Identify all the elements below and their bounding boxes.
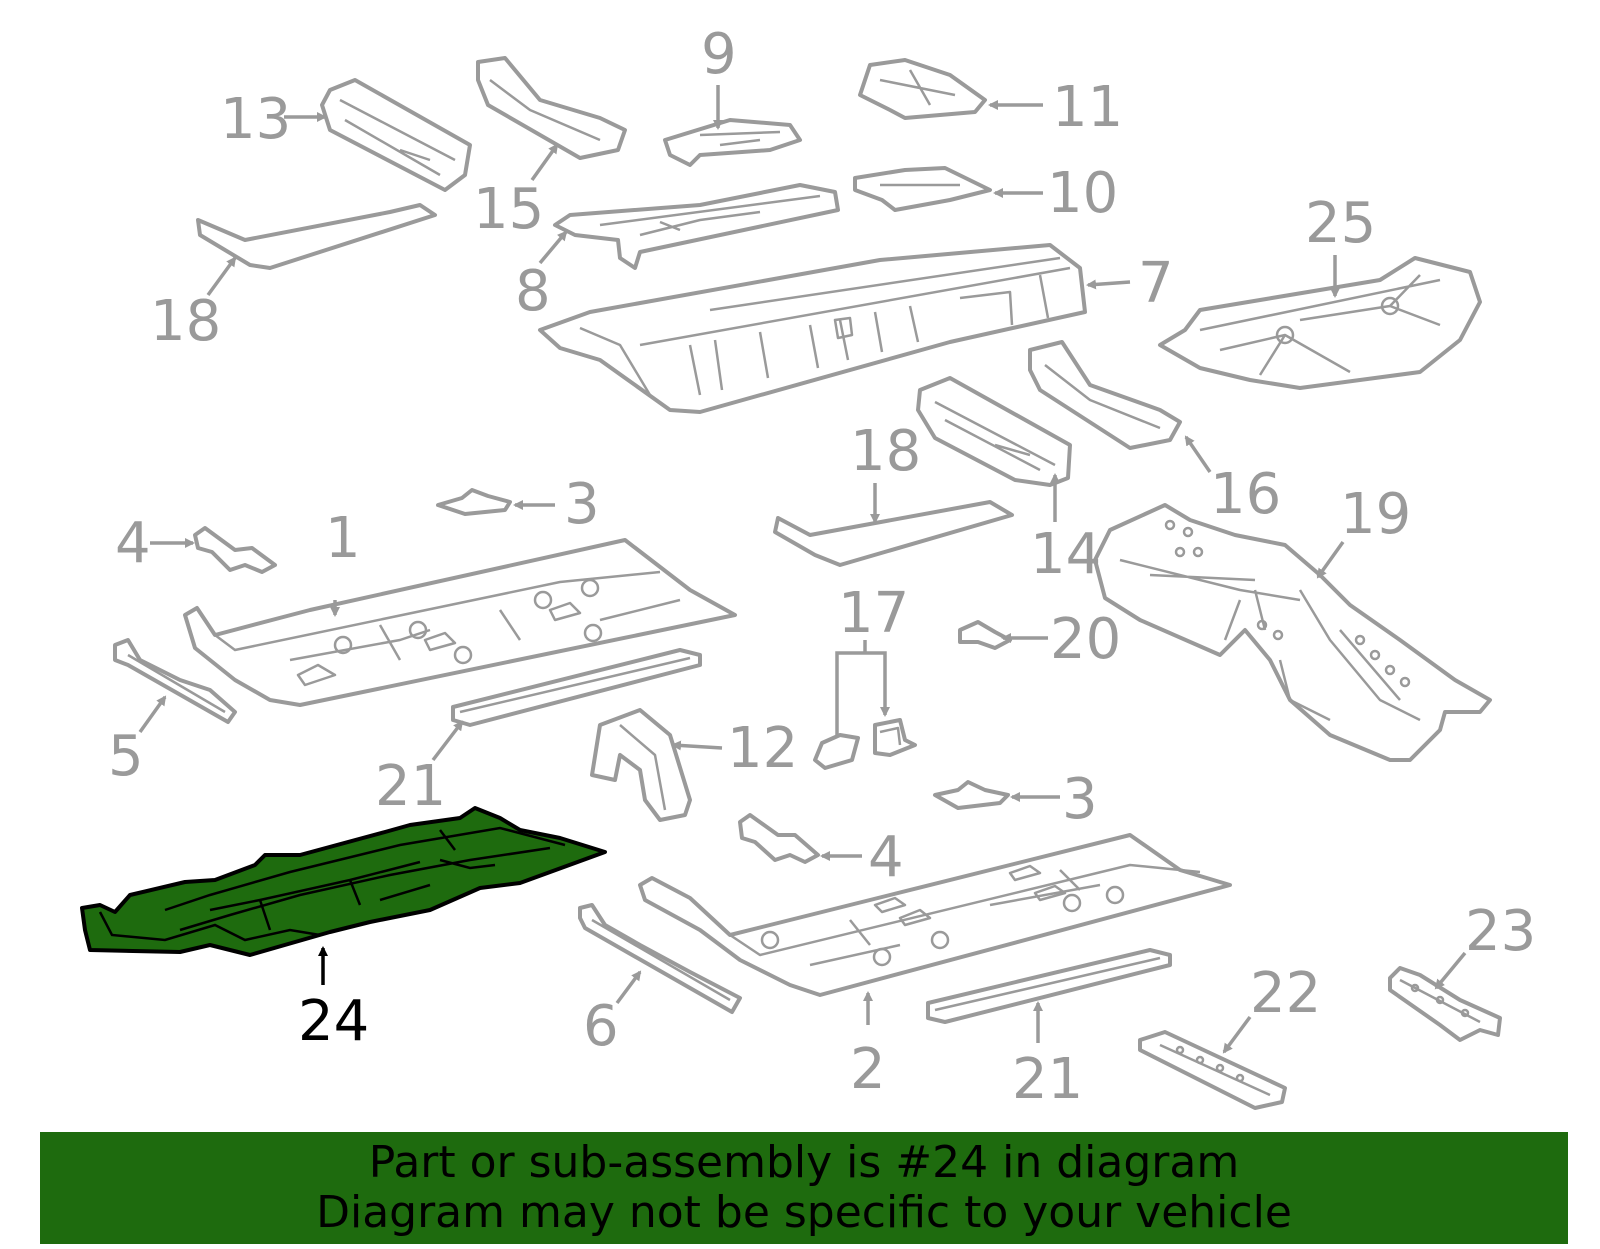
callout-16-arrow	[1184, 435, 1212, 473]
part-25-shape[interactable]	[1158, 256, 1482, 390]
part-11-shape[interactable]	[858, 58, 987, 120]
callout-3-lower-label[interactable]: 3	[1062, 767, 1098, 832]
part-8-shape[interactable]	[553, 183, 840, 270]
callout-20-label[interactable]: 20	[1050, 607, 1121, 672]
part-17-shape-b[interactable]	[873, 718, 917, 757]
callout-4-lower-label[interactable]: 4	[868, 825, 904, 890]
part-1-shape[interactable]	[183, 538, 737, 707]
callout-18-upper-arrow	[206, 256, 237, 297]
callout-7-arrow	[1086, 279, 1131, 290]
part-10-shape[interactable]	[853, 166, 992, 212]
part-4-lower-shape[interactable]	[738, 813, 820, 864]
part-5-shape[interactable]	[113, 638, 237, 724]
callout-8-label[interactable]: 8	[515, 259, 551, 324]
callout-25-label[interactable]: 25	[1305, 191, 1376, 256]
part-4-upper-shape[interactable]	[193, 526, 277, 574]
callout-10-label[interactable]: 10	[1047, 161, 1118, 226]
callout-13-label[interactable]: 13	[220, 87, 291, 152]
part-16-shape[interactable]	[1028, 340, 1182, 450]
part-21-upper-shape[interactable]	[451, 648, 702, 727]
callout-24-label[interactable]: 24	[298, 989, 369, 1054]
callout-8-arrow	[538, 230, 568, 265]
part-3-lower-shape[interactable]	[933, 780, 1010, 810]
banner-line-2: Diagram may not be specific to your vehi…	[316, 1187, 1292, 1238]
info-banner: Part or sub-assembly is #24 in diagram D…	[40, 1132, 1568, 1244]
part-24-highlighted-shape[interactable]	[80, 806, 607, 957]
callout-21-lower-label[interactable]: 21	[1012, 1047, 1083, 1112]
banner-line-1: Part or sub-assembly is #24 in diagram	[368, 1137, 1240, 1188]
callout-4-upper-label[interactable]: 4	[115, 511, 151, 576]
callout-14-label[interactable]: 14	[1030, 522, 1101, 587]
part-18-top-shape[interactable]	[196, 203, 437, 270]
callout-21-upper-label[interactable]: 21	[375, 754, 446, 819]
callout-23-label[interactable]: 23	[1465, 899, 1536, 964]
callout-2-label[interactable]: 2	[850, 1037, 886, 1102]
part-23-shape[interactable]	[1388, 966, 1502, 1042]
callout-21-upper-arrow	[431, 720, 464, 762]
callout-22-arrow	[1222, 1015, 1252, 1054]
part-2-shape[interactable]	[638, 833, 1232, 997]
callout-19-label[interactable]: 19	[1340, 482, 1411, 547]
part-17-shape-a[interactable]	[813, 733, 860, 770]
callout-5-arrow	[138, 695, 167, 734]
part-13-shape[interactable]	[320, 78, 472, 192]
callout-9-label[interactable]: 9	[701, 22, 737, 87]
part-3-upper-shape[interactable]	[436, 488, 512, 516]
callout-1-label[interactable]: 1	[325, 506, 361, 571]
callout-15-arrow	[530, 143, 559, 182]
callout-7-label[interactable]: 7	[1138, 251, 1174, 316]
part-7-shape[interactable]	[538, 243, 1087, 414]
part-22-shape[interactable]	[1138, 1030, 1287, 1110]
callout-23-arrow	[1434, 951, 1467, 990]
callout-16-label[interactable]: 16	[1210, 462, 1281, 527]
part-15-shape[interactable]	[476, 56, 627, 160]
part-9-shape[interactable]	[663, 118, 802, 167]
callout-12-label[interactable]: 12	[727, 716, 798, 781]
callout-5-label[interactable]: 5	[108, 724, 144, 789]
part-14-shape[interactable]	[916, 376, 1072, 487]
part-18-middle-shape[interactable]	[773, 500, 1014, 567]
callout-12-arrow	[671, 740, 723, 751]
part-20-shape[interactable]	[958, 620, 1012, 650]
callout-6-arrow	[615, 970, 642, 1005]
callout-19-arrow	[1316, 540, 1345, 579]
callout-22-label[interactable]: 22	[1250, 961, 1321, 1026]
callout-17-label[interactable]: 17	[838, 581, 909, 646]
callout-11-label[interactable]: 11	[1052, 75, 1123, 140]
callout-18-upper-label[interactable]: 18	[150, 289, 221, 354]
part-6-shape[interactable]	[578, 903, 742, 1014]
callout-6-label[interactable]: 6	[583, 994, 619, 1059]
part-12-shape[interactable]	[590, 708, 692, 822]
callout-18-middle-label[interactable]: 18	[850, 419, 921, 484]
callout-17-arrow	[835, 651, 890, 735]
callout-3-upper-label[interactable]: 3	[564, 472, 600, 537]
part-21-lower-shape[interactable]	[926, 948, 1172, 1024]
callout-15-label[interactable]: 15	[473, 177, 544, 242]
part-19-shape[interactable]	[1093, 503, 1492, 762]
